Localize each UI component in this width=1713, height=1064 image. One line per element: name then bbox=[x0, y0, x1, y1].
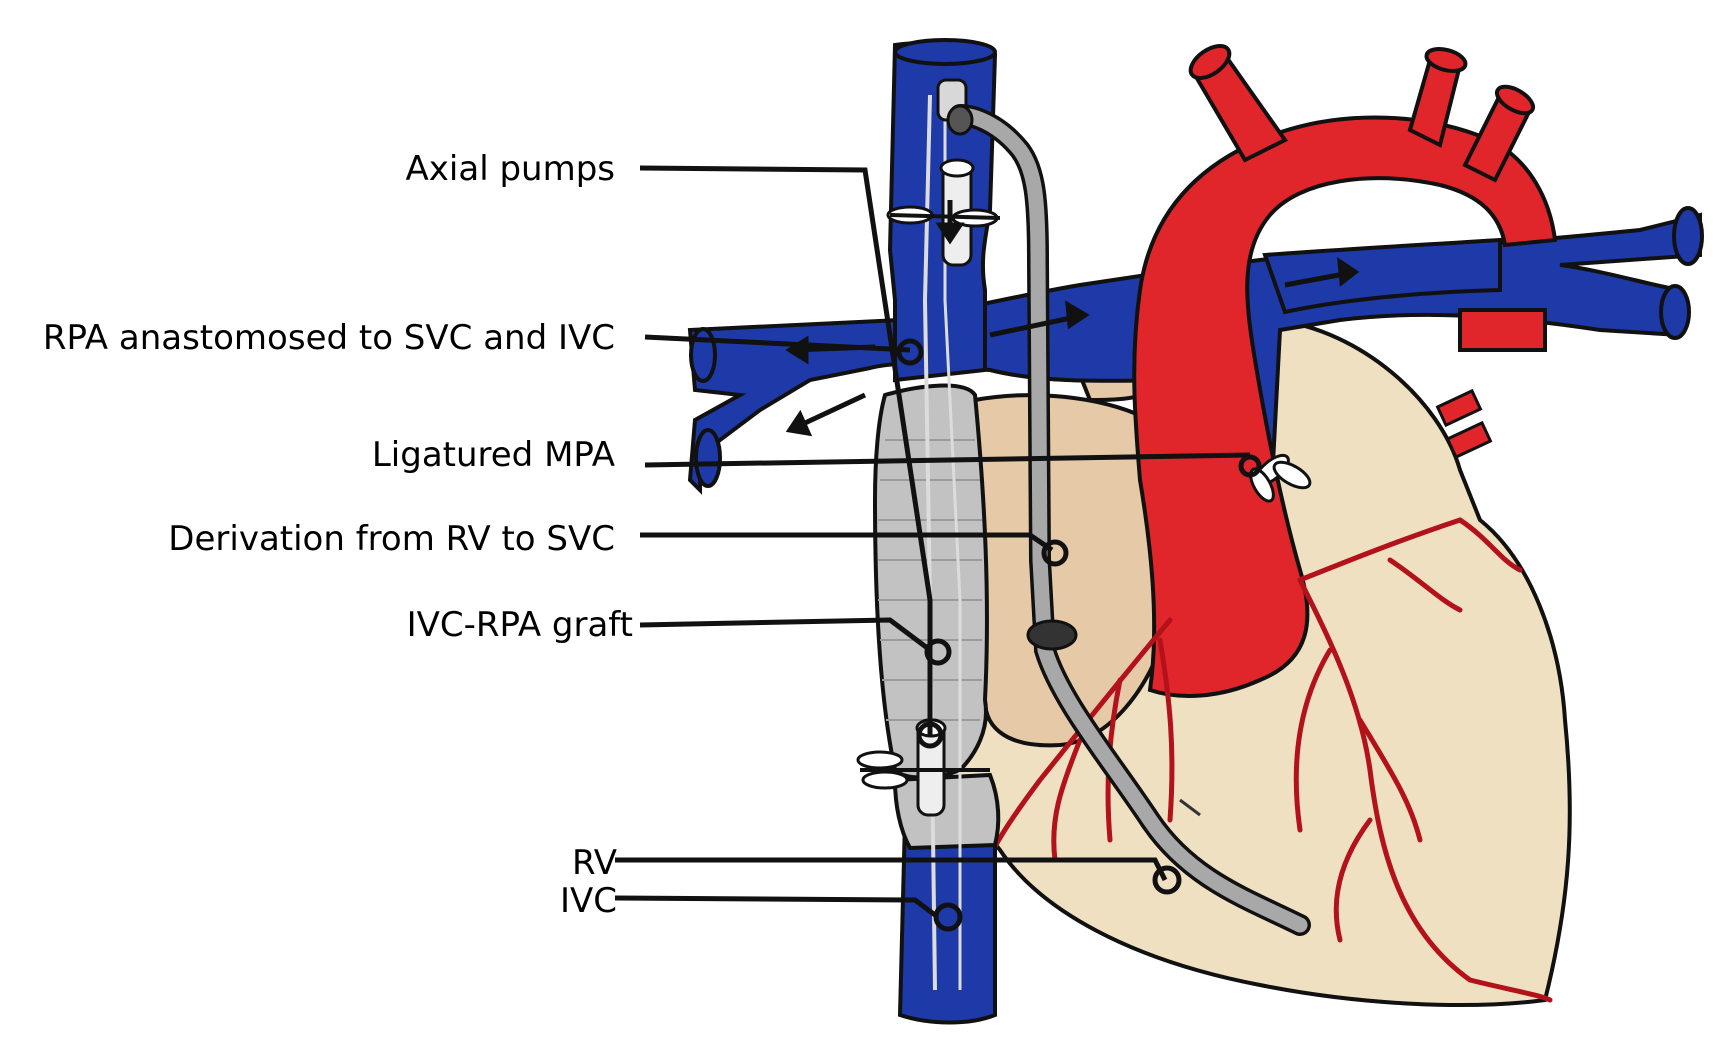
axial-pump-middle-cap bbox=[939, 158, 975, 178]
label-rv: RV bbox=[572, 843, 617, 883]
coronary-arteries bbox=[977, 517, 1553, 1003]
rpa-branch-end-bottom bbox=[694, 428, 722, 488]
derivation-tube-end-top bbox=[946, 104, 974, 136]
label-axial-pumps: Axial pumps bbox=[406, 149, 615, 189]
endpoint-graft bbox=[924, 638, 952, 666]
svc-top-opening bbox=[893, 38, 997, 66]
endpoint-ivc bbox=[933, 902, 963, 932]
derivation-tube-fill bbox=[952, 107, 1308, 933]
leader-rv bbox=[615, 857, 1168, 882]
leader-rpa bbox=[644, 334, 911, 353]
endpoint-mpa bbox=[1238, 454, 1262, 478]
label-derivation: Derivation from RV to SVC bbox=[168, 519, 615, 559]
aorta bbox=[1132, 115, 1558, 698]
inferior-vena-cava bbox=[897, 818, 997, 1025]
pulmonary-vein-small-2 bbox=[1445, 420, 1493, 460]
label-ligatured-mpa: Ligatured MPA bbox=[372, 435, 615, 475]
ivc-ligature bbox=[856, 750, 990, 790]
endpoint-axial-lower bbox=[916, 721, 944, 749]
pulmonary-vein-main bbox=[1458, 308, 1547, 352]
pulmonary-vein-small-1 bbox=[1435, 388, 1483, 428]
pulmonary-trunk-overlay bbox=[1262, 237, 1502, 315]
left-carotid-end bbox=[1424, 47, 1468, 73]
leader-endpoints bbox=[896, 338, 1262, 932]
leader-graft bbox=[639, 617, 932, 652]
label-rpa-anastomosed: RPA anastomosed to SVC and IVC bbox=[43, 318, 615, 358]
endpoint-rv bbox=[1152, 865, 1182, 895]
label-ivc-rpa-graft: IVC-RPA graft bbox=[407, 605, 633, 645]
derivation-clamp bbox=[1026, 619, 1078, 651]
endpoint-derivation bbox=[1041, 539, 1069, 567]
lpa-branch-end-bottom bbox=[1659, 284, 1691, 340]
graft-lower-cuff bbox=[892, 772, 1001, 851]
lpa-branch-end-top bbox=[1672, 206, 1704, 266]
endpoint-rpa bbox=[896, 338, 924, 366]
leader-mpa bbox=[644, 452, 1251, 468]
mpa-ligature bbox=[1249, 453, 1312, 503]
leader-lines bbox=[614, 165, 1251, 917]
brachiocephalic-end bbox=[1188, 44, 1232, 80]
label-ivc: IVC bbox=[560, 881, 617, 921]
rpa-branch-end-top bbox=[689, 327, 717, 383]
leader-axial-pumps bbox=[639, 165, 933, 735]
leader-ivc bbox=[614, 895, 937, 917]
svc-ligature bbox=[886, 205, 1001, 228]
left-subclavian-end bbox=[1494, 84, 1536, 116]
